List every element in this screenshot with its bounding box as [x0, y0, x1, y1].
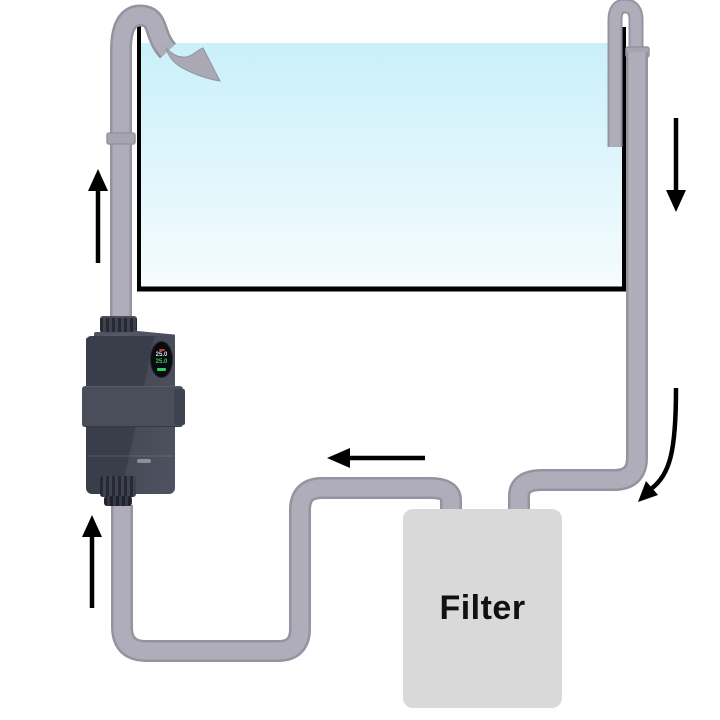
heater-set-temp: 25.0	[155, 358, 168, 365]
arrow-up-icon	[82, 515, 102, 537]
heater-display-screen: 25.0 25.0	[150, 341, 173, 378]
heater-mode-indicator	[158, 348, 165, 351]
heater-mounting-bracket	[82, 386, 183, 427]
arrow-down-icon	[666, 190, 686, 212]
arrow-down-left-icon	[638, 481, 658, 502]
aquarium-tank	[137, 23, 626, 292]
heater-bracket-clip	[174, 389, 185, 425]
pipe-heater-to-filter	[111, 477, 462, 662]
heater-status-bar	[157, 367, 166, 371]
flow-arrow-heater-inlet	[82, 515, 102, 608]
heater-body-seam	[88, 455, 173, 457]
heater-bottom-hose-connector	[100, 476, 136, 497]
outflow-nozzle	[164, 46, 221, 82]
brand-logo	[137, 459, 151, 463]
arrow-up-icon	[88, 169, 108, 191]
intake-pipe-right	[508, 0, 650, 510]
pipe-joint-sleeve	[106, 132, 136, 145]
heater-current-temp: 25.0	[155, 351, 168, 358]
inline-heater-device: 25.0 25.0	[78, 313, 190, 513]
flow-arrow-return-line	[327, 448, 425, 468]
heater-bottom-connector-tip	[104, 496, 132, 506]
filter-label: Filter	[439, 589, 526, 627]
outflow-pipe-left	[106, 4, 221, 333]
filter-box: Filter	[403, 509, 562, 708]
heater-top-hose-connector	[100, 316, 137, 333]
flow-arrow-left-riser	[88, 169, 108, 263]
arrow-left-icon	[327, 448, 350, 468]
flow-arrow-into-filter	[638, 387, 679, 502]
tank-water	[141, 43, 622, 288]
flow-arrow-right-downpipe	[666, 118, 686, 212]
